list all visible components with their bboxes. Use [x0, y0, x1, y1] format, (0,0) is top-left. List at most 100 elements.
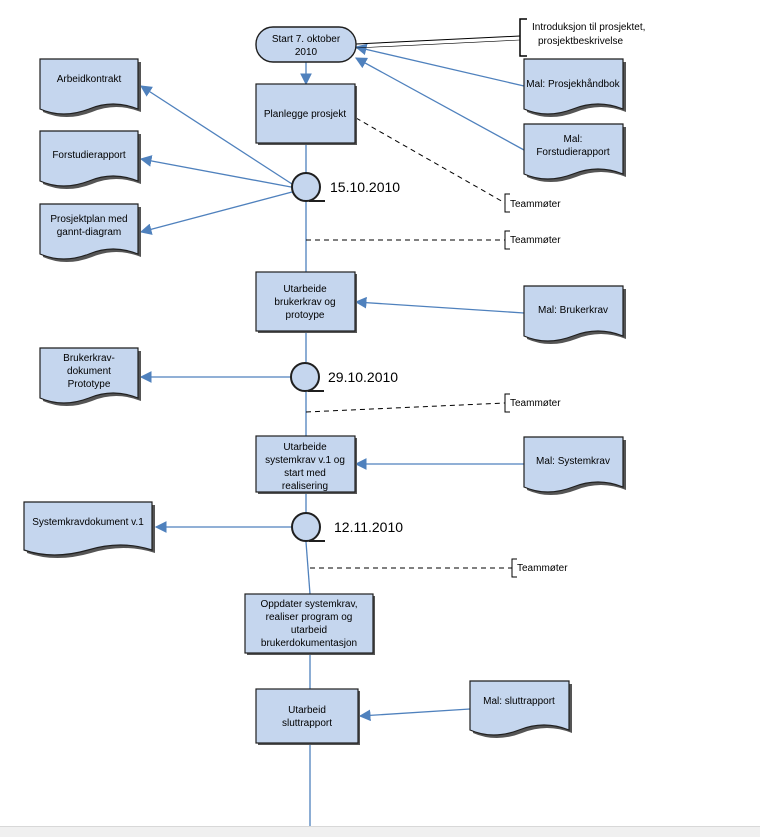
doc-brukerkrav-line2: dokument: [67, 366, 111, 377]
milestone-2-date: 29.10.2010: [328, 369, 398, 385]
doc-systemkrav: Systemkravdokument v.1: [23, 501, 155, 558]
milestone-1-circle: [291, 172, 321, 202]
annotation-intro-connector-2: [355, 39, 521, 49]
meeting-1: Teammøter: [504, 193, 561, 213]
arrow-m1-arbeidskontrakt: [140, 85, 293, 185]
arrow-prosjekthandbok-start: [354, 43, 525, 87]
doc-prosjektplan-line1: Prosjektplan med: [50, 214, 127, 225]
arrow-brukerkravmal-brukerkrav: [354, 296, 525, 314]
doc-prosjekthandbok-mal: Mal: Prosjekhåndbok: [523, 58, 626, 117]
process-sluttrapport: Utarbeid sluttrapport: [255, 688, 360, 745]
doc-sluttrapport-mal-shape: [469, 680, 570, 736]
meeting-2-bracket: [504, 230, 510, 250]
meeting-4-label: Teammøter: [517, 563, 568, 574]
doc-prosjektplan-line2: gannt-diagram: [57, 227, 121, 238]
doc-brukerkrav-line1: Brukerkrav-: [63, 353, 115, 364]
meeting-4: Teammøter: [511, 558, 568, 578]
process-systemkrav: Utarbeide systemkrav v.1 og start med re…: [255, 435, 357, 494]
arrow-forstudiemal-start: [354, 57, 525, 151]
annotation-intro-connector: [355, 35, 521, 45]
annotation-intro: Introduksjon til prosjektet, prosjektbes…: [519, 18, 645, 57]
page-footer-strip: [0, 826, 760, 837]
process-brukerkrav-box: [255, 271, 356, 332]
milestone-2-circle: [290, 362, 320, 392]
doc-arbeidskontrakt-shape: [39, 58, 139, 115]
meeting-2: Teammøter: [504, 230, 561, 250]
process-oppdater-line3: utarbeid: [291, 625, 327, 636]
milestone-2: 29.10.2010: [290, 362, 398, 392]
doc-forstudierapport-line1: Forstudierapport: [52, 150, 126, 161]
doc-forstudie-mal-line2: Forstudierapport: [536, 147, 610, 158]
process-planlegge: Planlegge prosjekt: [255, 83, 357, 145]
milestone-3: 12.11.2010: [291, 512, 403, 542]
start-label-line1: Start 7. oktober: [272, 34, 341, 45]
doc-brukerkrav-shape: [39, 347, 139, 404]
process-oppdater-line1: Oppdater systemkrav,: [260, 599, 357, 610]
process-systemkrav-box: [255, 435, 356, 493]
doc-systemkrav-mal-shape: [523, 436, 624, 493]
process-systemkrav-line4: realisering: [282, 481, 328, 492]
doc-forstudie-mal-line1: Mal:: [564, 134, 583, 145]
process-planlegge-line1: Planlegge prosjekt: [264, 109, 346, 120]
doc-brukerkrav-mal-shape: [523, 285, 624, 342]
connector-lines: [139, 43, 525, 836]
meeting-3: Teammøter: [504, 393, 561, 413]
arrow-m1-prosjektplan: [139, 191, 293, 235]
process-sluttrapport-box: [255, 688, 359, 744]
process-oppdater-line2: realiser program og: [266, 612, 353, 623]
doc-prosjekthandbok-line1: Mal: Prosjekhåndbok: [526, 78, 620, 90]
meeting-3-label: Teammøter: [510, 398, 561, 409]
dashed-m1: [355, 117, 506, 204]
process-oppdater: Oppdater systemkrav, realiser program og…: [244, 593, 375, 655]
dashed-m3: [305, 402, 506, 413]
doc-forstudie-mal-shape: [523, 123, 624, 180]
doc-systemkrav-line1: Systemkravdokument v.1: [32, 517, 144, 528]
process-sluttrapport-line2: sluttrapport: [282, 718, 332, 729]
doc-arbeidskontrakt: Arbeidkontrakt: [39, 58, 141, 117]
annotation-intro-line2: prosjektbeskrivelse: [538, 36, 623, 47]
meeting-2-label: Teammøter: [510, 235, 561, 246]
process-brukerkrav-line1: Utarbeide: [283, 284, 327, 295]
meeting-1-label: Teammøter: [510, 199, 561, 210]
start-terminator: Start 7. oktober 2010: [255, 26, 357, 63]
doc-brukerkrav: Brukerkrav- dokument Prototype: [39, 347, 141, 406]
milestone-3-circle: [291, 512, 321, 542]
doc-forstudierapport: Forstudierapport: [39, 130, 141, 189]
annotation-intro-line1: Introduksjon til prosjektet,: [532, 22, 645, 33]
doc-brukerkrav-line3: Prototype: [68, 379, 111, 390]
doc-systemkrav-mal: Mal: Systemkrav: [523, 436, 626, 495]
doc-forstudierapport-shape: [39, 130, 139, 187]
doc-sluttrapport-mal: Mal: sluttrapport: [469, 680, 572, 738]
doc-arbeidskontrakt-line1: Arbeidkontrakt: [57, 74, 122, 85]
doc-sluttrapport-mal-line1: Mal: sluttrapport: [483, 696, 555, 707]
start-label-line2: 2010: [295, 47, 318, 58]
doc-brukerkrav-mal-line1: Mal: Brukerkrav: [538, 305, 608, 316]
process-systemkrav-line2: systemkrav v.1 og: [265, 455, 345, 466]
meeting-3-bracket: [504, 393, 510, 413]
arrow-sluttrapportmal-sluttrapport: [358, 708, 471, 722]
doc-systemkrav-shape: [23, 501, 153, 556]
doc-prosjektplan-shape: [39, 203, 139, 260]
doc-systemkrav-mal-line1: Mal: Systemkrav: [536, 456, 610, 467]
meeting-4-bracket: [511, 558, 517, 578]
process-brukerkrav-line3: protoype: [286, 310, 325, 321]
annotation-intro-bracket: [519, 18, 527, 57]
process-systemkrav-line1: Utarbeide: [283, 442, 327, 453]
process-oppdater-line4: brukerdokumentasjon: [261, 638, 357, 649]
milestone-1-date: 15.10.2010: [330, 179, 400, 195]
process-brukerkrav-line2: brukerkrav og: [274, 297, 335, 308]
doc-brukerkrav-mal: Mal: Brukerkrav: [523, 285, 626, 344]
doc-forstudie-mal: Mal: Forstudierapport: [523, 123, 626, 182]
milestone-1: 15.10.2010: [291, 172, 400, 202]
arrow-m1-forstudierapport: [139, 155, 292, 188]
spine-m3-oppdater: [305, 541, 311, 595]
milestone-3-date: 12.11.2010: [334, 519, 403, 535]
start-shape: [255, 26, 357, 63]
process-sluttrapport-line1: Utarbeid: [288, 705, 326, 716]
doc-prosjekthandbok-shape: [523, 58, 624, 115]
doc-prosjektplan: Prosjektplan med gannt-diagram: [39, 203, 141, 262]
process-planlegge-box: [255, 83, 356, 144]
process-brukerkrav: Utarbeide brukerkrav og protoype: [255, 271, 357, 333]
meeting-dashed-lines: [305, 117, 512, 569]
